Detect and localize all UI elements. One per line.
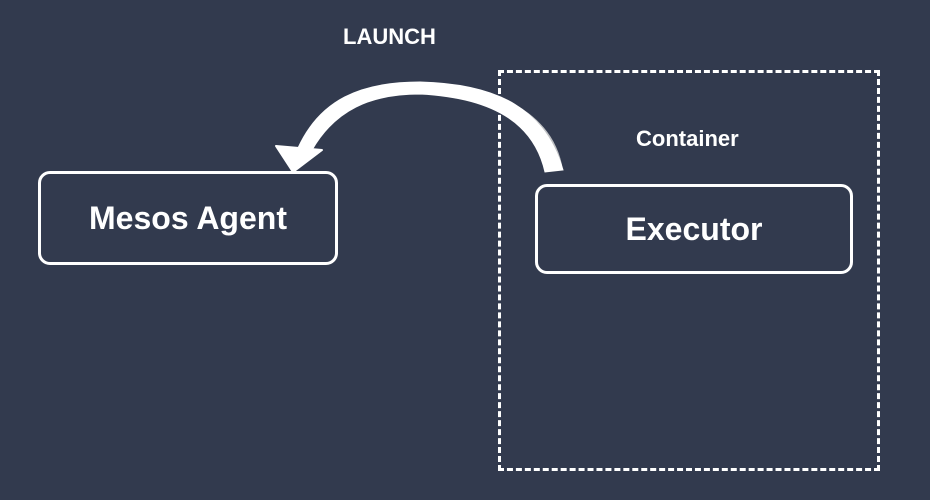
mesos-agent-box: Mesos Agent bbox=[38, 171, 338, 265]
container-boundary bbox=[498, 70, 880, 471]
mesos-agent-label: Mesos Agent bbox=[89, 199, 287, 236]
executor-label: Executor bbox=[625, 210, 763, 247]
launch-arrow-head bbox=[275, 145, 323, 173]
executor-box: Executor bbox=[535, 184, 853, 274]
launch-label: LAUNCH bbox=[343, 24, 436, 49]
launch-arrow-shaft bbox=[297, 81, 564, 173]
container-label: Container bbox=[636, 126, 739, 151]
